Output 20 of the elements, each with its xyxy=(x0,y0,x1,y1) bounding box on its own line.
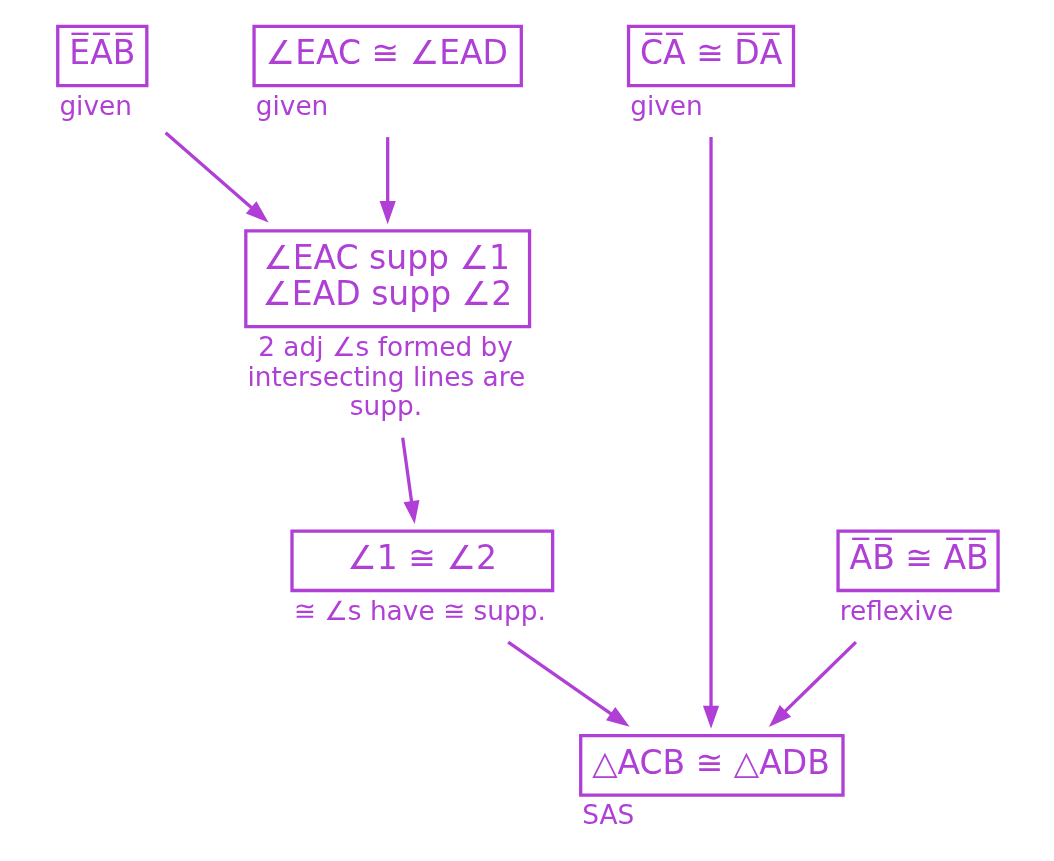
node-label: given xyxy=(255,91,328,122)
arrow xyxy=(768,640,857,728)
arrow xyxy=(379,137,396,225)
arrow xyxy=(400,437,419,524)
node-box: A̅B̅ ≅ A̅B̅ xyxy=(835,529,1000,593)
node-label: ≅ ∠s have ≅ supp. xyxy=(293,595,546,626)
arrow xyxy=(702,137,719,729)
node-label: given xyxy=(58,91,132,122)
node-box: E̅A̅B̅ xyxy=(55,24,148,88)
node-box: △ACB ≅ △ADB xyxy=(578,734,845,797)
node-label: 2 adj ∠s formed by intersecting lines are supp. xyxy=(246,331,525,422)
node-box: C̅A̅ ≅ D̅A̅ xyxy=(626,24,795,88)
node-box: ∠EAC ≅ ∠EAD xyxy=(251,24,523,88)
arrow xyxy=(164,131,269,223)
node-label: reflexive xyxy=(839,595,953,626)
node-box: ∠EAC supp ∠1 ∠EAD supp ∠2 xyxy=(243,229,531,329)
node-label: SAS xyxy=(581,800,634,831)
arrow xyxy=(506,640,630,727)
node-box: ∠1 ≅ ∠2 xyxy=(289,529,554,593)
node-label: given xyxy=(629,91,703,122)
